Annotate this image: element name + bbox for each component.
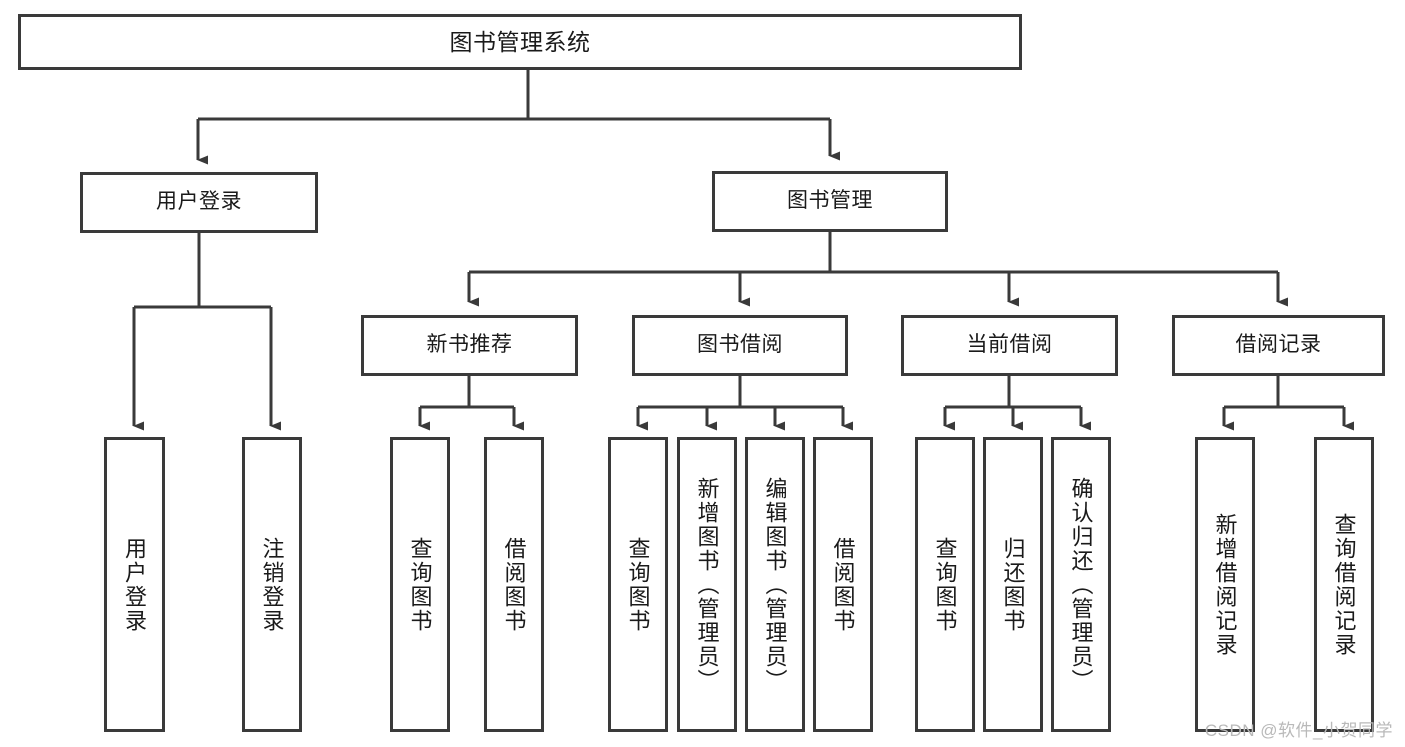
node-label: 图书管理	[787, 189, 873, 213]
node-label: 查询图书	[625, 536, 651, 633]
node-leaf-edit-book[interactable]: 编辑图书（管理员）	[745, 437, 805, 732]
node-leaf-logout-login[interactable]: 注销登录	[242, 437, 302, 732]
node-label: 新增借阅记录	[1212, 512, 1238, 657]
node-leaf-query-record[interactable]: 查询借阅记录	[1314, 437, 1374, 732]
node-new-book-recommend[interactable]: 新书推荐	[361, 315, 578, 376]
node-label: 图书借阅	[697, 333, 783, 357]
node-label: 用户登录	[156, 190, 242, 214]
node-leaf-query-book-3[interactable]: 查询图书	[915, 437, 975, 732]
node-label: 图书管理系统	[449, 28, 591, 55]
node-label: 查询图书	[932, 536, 958, 633]
node-label: 新书推荐	[426, 333, 513, 357]
node-current-borrow[interactable]: 当前借阅	[901, 315, 1118, 376]
csdn-watermark: CSDN @软件_小贺同学	[1204, 721, 1393, 740]
node-label: 归还图书	[1000, 536, 1026, 633]
node-label: 查询图书	[407, 536, 433, 633]
node-root-title[interactable]: 图书管理系统	[18, 14, 1022, 70]
node-leaf-add-record[interactable]: 新增借阅记录	[1195, 437, 1255, 732]
node-user-login[interactable]: 用户登录	[80, 172, 318, 233]
node-leaf-borrow-book-2[interactable]: 借阅图书	[813, 437, 873, 732]
node-leaf-confirm-return[interactable]: 确认归还（管理员）	[1051, 437, 1111, 732]
node-leaf-query-book-1[interactable]: 查询图书	[390, 437, 450, 732]
node-borrow-record[interactable]: 借阅记录	[1172, 315, 1385, 376]
node-label: 用户登录	[122, 536, 148, 633]
node-leaf-return-book[interactable]: 归还图书	[983, 437, 1043, 732]
node-leaf-query-book-2[interactable]: 查询图书	[608, 437, 668, 732]
node-leaf-borrow-book-1[interactable]: 借阅图书	[484, 437, 544, 732]
node-label: 新增图书（管理员）	[694, 476, 720, 693]
node-label: 查询借阅记录	[1331, 512, 1357, 657]
node-book-borrow[interactable]: 图书借阅	[632, 315, 848, 376]
node-label: 编辑图书（管理员）	[762, 476, 788, 693]
node-label: 借阅图书	[501, 536, 527, 633]
node-label: 确认归还（管理员）	[1068, 476, 1094, 693]
node-label: 借阅记录	[1235, 333, 1322, 357]
node-label: 当前借阅	[966, 333, 1053, 357]
node-book-management[interactable]: 图书管理	[712, 171, 948, 232]
node-leaf-add-book[interactable]: 新增图书（管理员）	[677, 437, 737, 732]
node-label: 借阅图书	[830, 536, 856, 633]
node-leaf-user-login[interactable]: 用户登录	[104, 437, 165, 732]
node-label: 注销登录	[259, 536, 285, 633]
